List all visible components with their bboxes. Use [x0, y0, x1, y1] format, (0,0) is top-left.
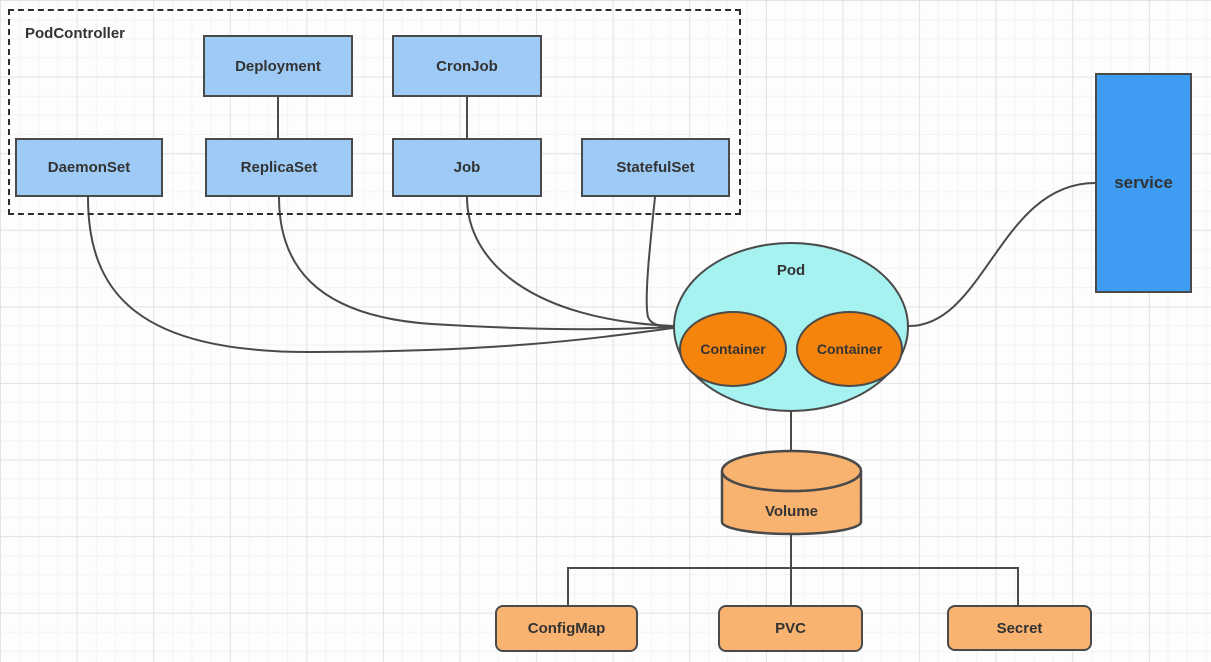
node-deployment-label: Deployment: [235, 57, 321, 75]
node-pvc: PVC: [718, 605, 863, 652]
secret-label: Secret: [996, 619, 1043, 637]
configmap-label: ConfigMap: [527, 620, 606, 637]
container-ellipse-2: Container: [796, 311, 903, 387]
pod-controller-label: PodController: [25, 25, 125, 42]
node-job: Job: [392, 138, 542, 197]
container-ellipse-1: Container: [679, 311, 787, 387]
edge-daemonset-pod: [87, 196, 674, 354]
node-secret: Secret: [947, 605, 1092, 651]
node-configmap: ConfigMap: [495, 605, 638, 652]
node-daemonset-label: DaemonSet: [47, 159, 131, 176]
node-statefulset: StatefulSet: [581, 138, 730, 197]
pvc-label: PVC: [775, 620, 806, 637]
node-cronjob: CronJob: [392, 35, 542, 97]
container-1-label: Container: [700, 341, 766, 357]
volume-cylinder: [720, 449, 863, 536]
volume-cylinder-top: [720, 449, 863, 493]
pod-controller-group: PodController: [8, 9, 741, 215]
edge-replicaset-pod: [278, 196, 674, 331]
node-cronjob-label: CronJob: [436, 57, 498, 75]
edge-statefulset-pod: [645, 196, 674, 328]
edge-pod-service: [908, 182, 1096, 327]
volume-label: Volume: [764, 503, 819, 520]
edge-job-pod: [466, 196, 674, 327]
node-deployment: Deployment: [203, 35, 353, 97]
edge-volume-secret: [790, 567, 1019, 607]
node-job-label: Job: [453, 159, 481, 176]
node-replicaset-label: ReplicaSet: [240, 159, 318, 176]
node-replicaset: ReplicaSet: [205, 138, 353, 197]
service-label: service: [1114, 173, 1173, 192]
container-2-label: Container: [816, 341, 883, 357]
node-statefulset-label: StatefulSet: [616, 159, 695, 176]
node-daemonset: DaemonSet: [15, 138, 163, 197]
pod-label: Pod: [776, 262, 806, 279]
edge-volume-configmap: [567, 567, 792, 606]
service-node: service: [1095, 73, 1192, 293]
